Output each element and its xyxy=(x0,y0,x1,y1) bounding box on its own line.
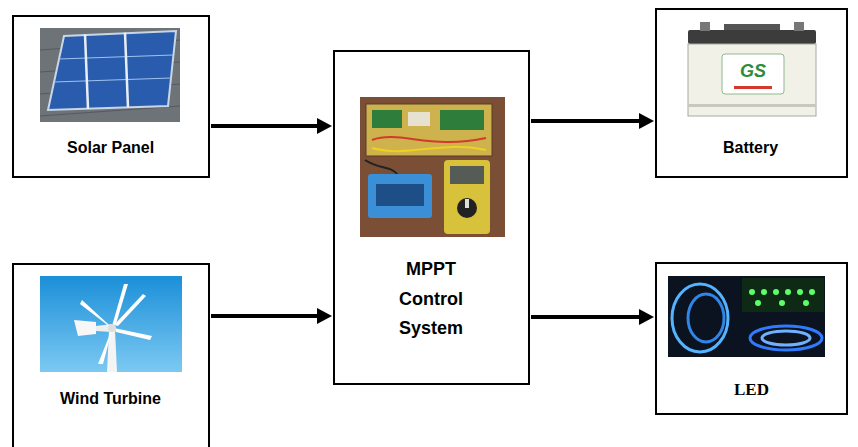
solar-panel-picture xyxy=(40,28,180,122)
arrow-head xyxy=(317,308,332,324)
controller-box: MPPT Control System xyxy=(333,50,530,385)
arrow-head xyxy=(317,118,332,134)
box-label: MPPT Control System xyxy=(385,255,477,344)
arrow-line xyxy=(211,124,319,128)
source-box: Wind Turbine xyxy=(12,263,210,447)
arrow-connector xyxy=(531,309,654,325)
arrow-head xyxy=(639,309,654,325)
arrow-connector xyxy=(211,308,332,324)
box-label: LED xyxy=(734,380,769,400)
led-strip-picture xyxy=(668,276,825,357)
source-box: Solar Panel xyxy=(12,15,210,178)
load-box: LED xyxy=(655,262,848,415)
arrow-head xyxy=(639,113,654,129)
arrow-line xyxy=(211,314,319,318)
wind-turbine-picture xyxy=(40,276,182,372)
brand-logo: GS xyxy=(740,61,766,82)
box-label: Wind Turbine xyxy=(60,389,161,408)
load-box: Battery xyxy=(655,8,848,178)
arrow-connector xyxy=(211,118,332,134)
arrow-line xyxy=(531,119,641,123)
arrow-connector xyxy=(531,113,654,129)
box-label: Solar Panel xyxy=(67,138,154,157)
box-label: Battery xyxy=(723,138,778,157)
controller-photo xyxy=(360,97,505,237)
arrow-line xyxy=(531,315,641,319)
battery-picture xyxy=(688,22,816,116)
